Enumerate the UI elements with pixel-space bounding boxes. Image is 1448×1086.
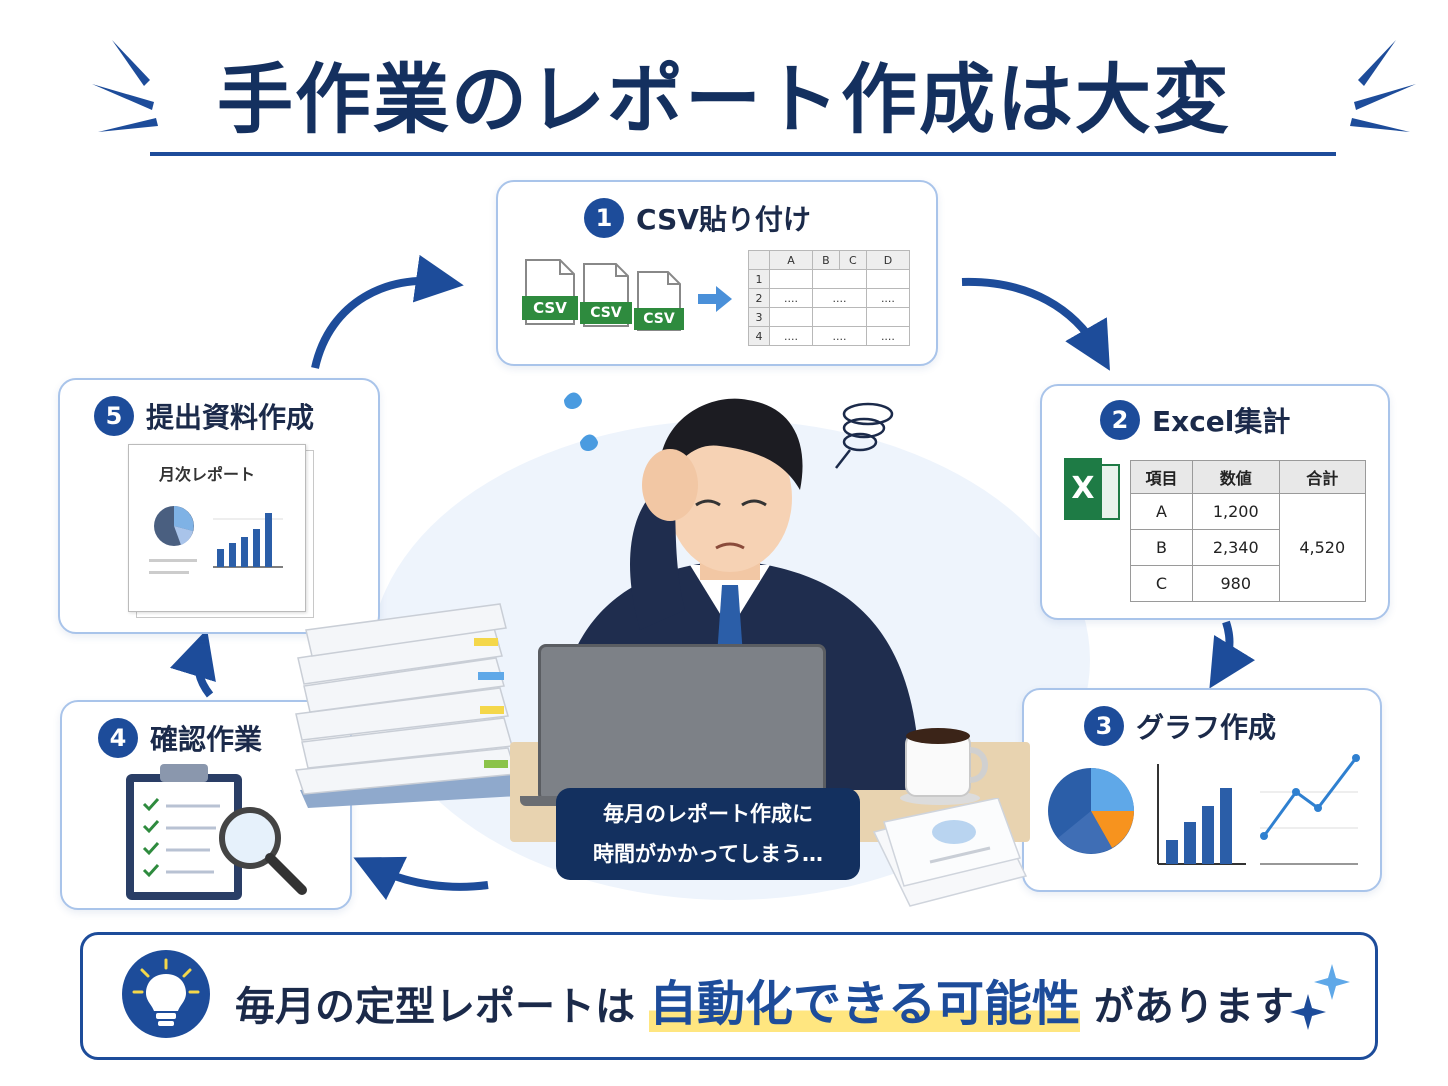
table-cell: B: [1129, 529, 1194, 566]
conclusion-highlight: 自動化できる可能性: [648, 976, 1080, 1032]
step-label: Excel集計: [1152, 405, 1291, 438]
sheet-row-number: 2: [748, 288, 770, 308]
conclusion-suffix: があります: [1093, 984, 1294, 1030]
csv-label: CSV: [580, 302, 632, 324]
coffee-cup-icon: [900, 728, 988, 805]
emphasis-lines-left: [92, 40, 158, 132]
sheet-cell: [865, 269, 911, 289]
step-number: 5: [94, 396, 134, 436]
sheet-col-header: C: [838, 250, 867, 270]
line-chart-icon: [1260, 754, 1360, 865]
table-cell: 980: [1192, 565, 1280, 602]
excel-summary-table: 項目 数値 合計 A 1,200 4,520 B 2,340 C 980: [1129, 460, 1366, 602]
arrow-right-icon: [698, 286, 732, 312]
title-underline: [150, 152, 1336, 156]
sheet-row: 4 .... .... ....: [748, 326, 911, 346]
table-cell: C: [1129, 565, 1194, 602]
excel-icon-letter: X: [1064, 458, 1102, 520]
sheet-cell: ....: [768, 288, 814, 308]
step-card-graph-create: 3 グラフ作成: [1022, 688, 1382, 892]
sheet-cell: ....: [865, 288, 911, 308]
table-row: A 1,200 4,520: [1129, 493, 1366, 602]
desk-papers-illustration: [872, 798, 1028, 907]
sheet-row: 3: [748, 307, 911, 327]
step-label: グラフ作成: [1136, 711, 1277, 744]
step-number: 1: [584, 198, 624, 238]
sheet-cell: [865, 307, 911, 327]
sheet-cell: [768, 269, 814, 289]
step-card-excel-aggregate: 2 Excel集計 X 項目 数値 合計 A 1,200 4,520 B 2,3…: [1040, 384, 1390, 620]
step-label: 提出資料作成: [146, 401, 315, 434]
step-label: 確認作業: [150, 723, 263, 756]
pie-chart-icon: [1048, 768, 1134, 854]
sheet-row: 2 .... .... ....: [748, 288, 911, 308]
csv-label: CSV: [522, 296, 578, 320]
page-title: 手作業のレポート作成は大変: [217, 55, 1231, 144]
document-title: 月次レポート: [159, 465, 256, 484]
conclusion-text: 毎月の定型レポートは 自動化できる可能性 があります: [235, 964, 1294, 1034]
table-total-cell: 4,520: [1278, 493, 1366, 602]
table-cell: 1,200: [1192, 493, 1280, 530]
emphasis-lines-right: [1350, 40, 1416, 132]
step-number: 4: [98, 718, 138, 758]
table-row: C 980: [1129, 565, 1366, 602]
monthly-report-document: 月次レポート: [128, 444, 306, 612]
sheet-row-number: 4: [748, 326, 770, 346]
sheet-cell: ....: [812, 288, 867, 308]
csv-file-icon: CSV: [522, 258, 578, 326]
sheet-row-number: 1: [748, 269, 770, 289]
conclusion-prefix: 毎月の定型レポートは: [235, 984, 635, 1030]
sheet-cell: [812, 307, 867, 327]
bar-chart-icon: [1157, 764, 1246, 865]
sheet-row: 1: [748, 269, 911, 289]
sparkle-icon: [1290, 964, 1350, 1030]
sheet-row-number: 3: [748, 307, 770, 327]
sheet-cell: ....: [768, 326, 814, 346]
excel-icon: X: [1064, 458, 1120, 520]
clipboard-icon: [126, 764, 242, 900]
table-cell: A: [1129, 493, 1194, 530]
sheet-cell: ....: [812, 326, 867, 346]
step-card-submission-docs: 5 提出資料作成 月次レポート: [58, 378, 380, 634]
sheet-cell: [768, 307, 814, 327]
magnifier-icon: [219, 807, 307, 895]
step-label: CSV貼り付け: [636, 203, 811, 236]
table-header: 合計: [1278, 460, 1366, 494]
sheet-col-header: D: [865, 250, 911, 270]
csv-file-icon: CSV: [634, 270, 684, 332]
spreadsheet-preview: A B C D 1 2 .... .... .... 3 4 .... ....: [748, 250, 911, 346]
pie-chart-icon: [154, 506, 194, 546]
step-card-csv-paste: 1 CSV貼り付け CSV CSV CSV A B C D 1 2: [496, 180, 938, 366]
table-header: 項目: [1129, 460, 1194, 494]
bubble-line-2: 時間がかかってしまう…: [593, 842, 823, 866]
lightbulb-icon: [122, 950, 210, 1038]
step-number: 3: [1084, 706, 1124, 746]
step-number: 2: [1100, 400, 1140, 440]
bubble-line-1: 毎月のレポート作成に: [603, 802, 813, 826]
csv-label: CSV: [634, 308, 684, 330]
sheet-col-header: B: [812, 250, 840, 270]
sheet-col-header: A: [768, 250, 814, 270]
csv-file-icon: CSV: [580, 262, 632, 328]
paper-stack-illustration: [294, 603, 518, 808]
bar-chart-icon: [213, 513, 283, 568]
table-header: 数値: [1192, 460, 1280, 494]
worry-speech-bubble: 毎月のレポート作成に 時間がかかってしまう…: [556, 788, 860, 880]
sheet-cell: ....: [865, 326, 911, 346]
table-cell: 2,340: [1192, 529, 1280, 566]
sheet-cell: [812, 269, 867, 289]
laptop: [538, 644, 826, 802]
